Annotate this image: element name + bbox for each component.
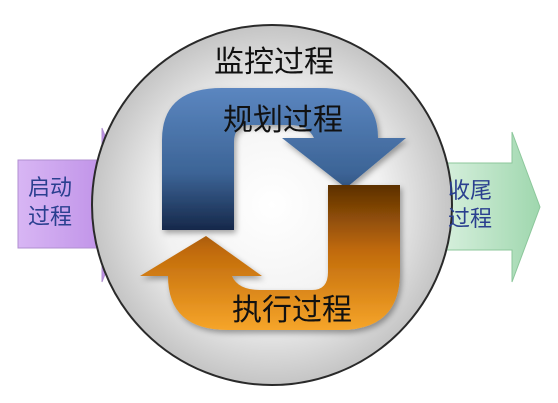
planning-arrow: [162, 88, 406, 230]
executing-label: 执行过程: [232, 293, 352, 328]
monitoring-label: 监控过程: [214, 45, 334, 80]
initiating-label-line1: 启动: [28, 176, 72, 201]
closing-label-line2: 过程: [448, 207, 492, 232]
planning-label: 规划过程: [223, 103, 343, 138]
executing-arrow: [140, 185, 400, 330]
closing-label-line1: 收尾: [448, 179, 492, 204]
initiating-label-line2: 过程: [28, 205, 72, 230]
